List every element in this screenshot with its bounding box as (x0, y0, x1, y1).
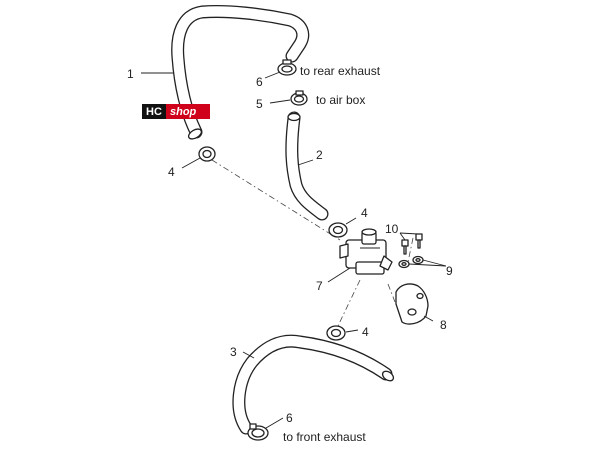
callout-6-rear: 6 (256, 75, 263, 89)
note-rear-exhaust: to rear exhaust (300, 64, 381, 78)
callout-10: 10 (385, 222, 399, 236)
bolts-10 (401, 233, 423, 255)
logo-right-text: shop (170, 106, 197, 118)
logo-left-text: HC (146, 106, 162, 118)
hcshop-logo: HC shop (142, 104, 210, 119)
callout-1: 1 (127, 67, 134, 81)
bracket-8 (395, 283, 429, 325)
callout-7: 7 (316, 279, 323, 293)
hose-3 (232, 334, 395, 435)
hose-1 (171, 4, 310, 140)
note-front-exhaust: to front exhaust (283, 430, 366, 444)
clamp-6-rear (277, 59, 297, 76)
valve-7 (339, 228, 393, 275)
callout-3: 3 (230, 345, 237, 359)
callout-6-front: 6 (286, 411, 293, 425)
note-air-box: to air box (316, 93, 365, 107)
callout-5: 5 (256, 97, 263, 111)
clamp-6-front (247, 423, 269, 441)
callout-4-lower: 4 (362, 325, 369, 339)
washers-9 (398, 255, 424, 269)
hose-2 (285, 111, 329, 221)
callout-8: 8 (440, 318, 447, 332)
callout-9: 9 (446, 264, 453, 278)
grommet-4-lower (326, 325, 346, 341)
assembly-lines (211, 159, 414, 331)
clamp-5 (290, 90, 308, 106)
callout-4-upper: 4 (168, 165, 175, 179)
callout-4-middle: 4 (361, 206, 368, 220)
grommet-4-upper (198, 146, 216, 162)
callout-2: 2 (316, 148, 323, 162)
leader-lines (141, 71, 447, 429)
grommet-4-middle (328, 222, 348, 238)
